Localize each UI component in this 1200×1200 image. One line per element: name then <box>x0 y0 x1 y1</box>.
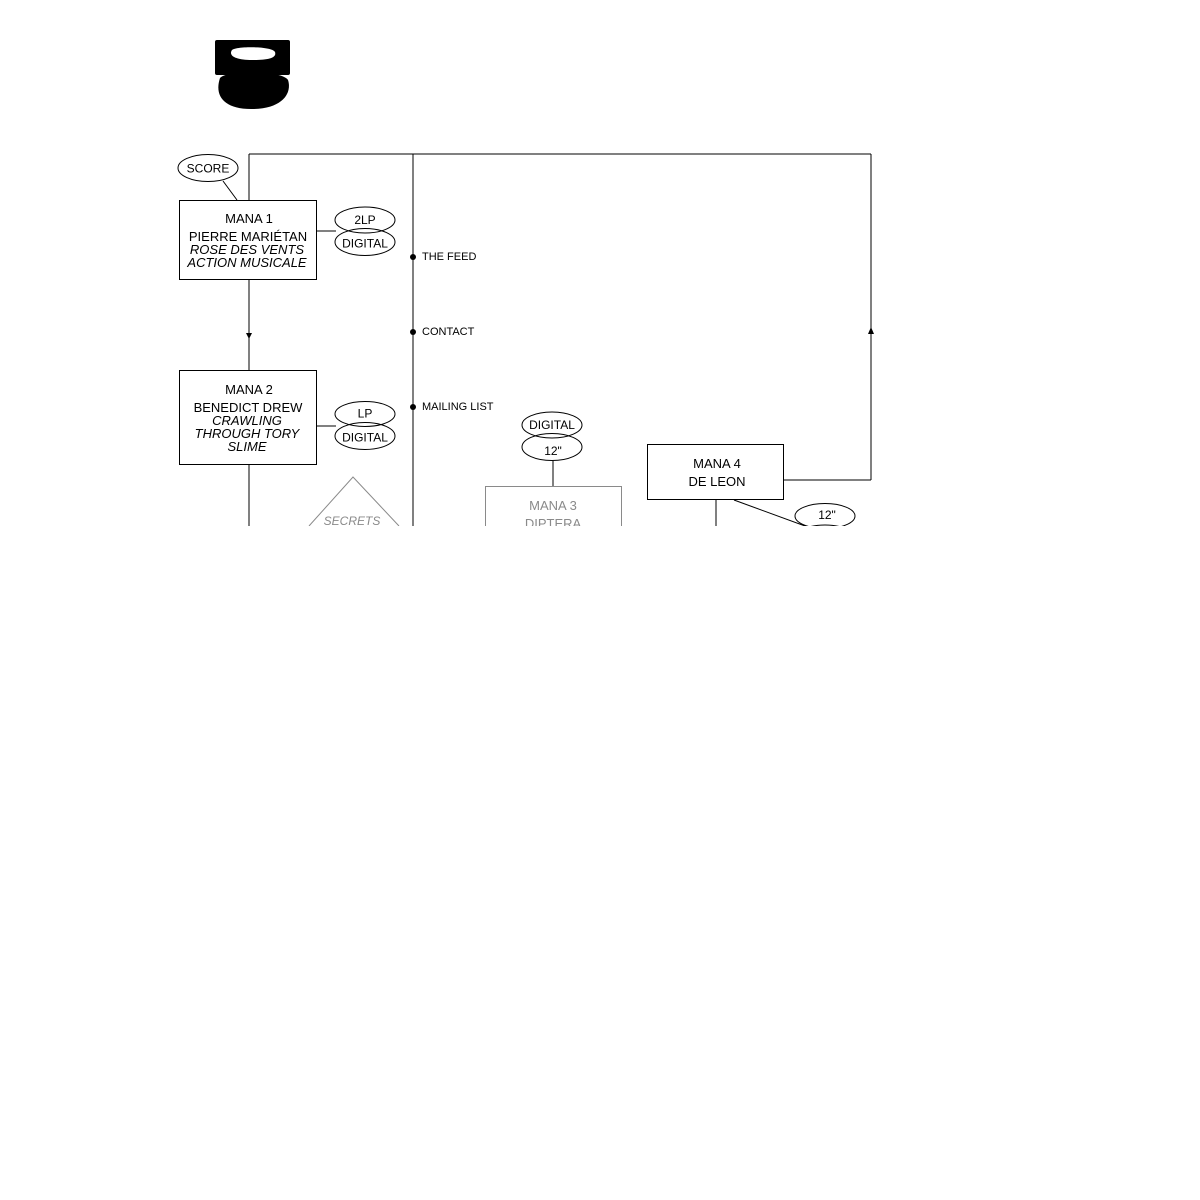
release-title: MANA 4 <box>693 456 741 471</box>
svg-text:12": 12" <box>544 444 562 458</box>
format-badge-12-inch[interactable]: 12" <box>794 503 856 527</box>
release-card-mana-2[interactable]: MANA 2 BENEDICT DREW CRAWLING THROUGH TO… <box>179 370 317 465</box>
logo-icon[interactable] <box>215 40 290 110</box>
svg-text:12": 12" <box>818 508 836 522</box>
svg-text:SCORE: SCORE <box>187 162 230 176</box>
secrets-triangle[interactable]: SECRETS <box>308 476 400 526</box>
arrow-down-icon <box>246 333 252 339</box>
format-badge-2lp[interactable]: 2LP <box>334 206 396 234</box>
flow-diagram: SCORE MANA 1 PIERRE MARIÉTAN ROSE DES VE… <box>177 40 874 527</box>
release-work: SLIME <box>227 439 266 454</box>
nav-label: CONTACT <box>422 326 475 338</box>
score-tag[interactable]: SCORE <box>177 154 239 182</box>
format-badge-digital[interactable]: DIGITAL <box>334 422 396 450</box>
bullet-icon <box>410 329 416 335</box>
release-title: MANA 3 <box>529 498 577 513</box>
release-artist: DIPTERA <box>525 516 582 526</box>
nav-label: THE FEED <box>422 251 476 263</box>
release-artist: BENEDICT DREW <box>194 400 304 415</box>
release-artist: DE LEON <box>688 474 745 489</box>
release-title: MANA 1 <box>225 211 273 226</box>
release-work: THROUGH TORY <box>195 426 301 441</box>
format-badge-digital[interactable]: DIGITAL <box>521 411 583 439</box>
svg-text:LP: LP <box>358 407 373 421</box>
format-badge-12-inch[interactable]: 12" <box>521 433 583 461</box>
release-work: ACTION MUSICALE <box>186 255 307 270</box>
format-badge-digital[interactable]: DIGITAL <box>334 228 396 256</box>
svg-text:DIGITAL: DIGITAL <box>529 418 575 432</box>
connector-lines <box>222 153 872 526</box>
nav-item-the-feed[interactable]: THE FEED <box>410 251 476 263</box>
release-card-mana-3[interactable]: MANA 3 DIPTERA <box>485 486 622 527</box>
release-work: ROSE DES VENTS <box>190 242 304 257</box>
release-artist: PIERRE MARIÉTAN <box>189 229 307 244</box>
nav-item-mailing-list[interactable]: MAILING LIST <box>410 401 494 413</box>
nav-item-contact[interactable]: CONTACT <box>410 326 475 338</box>
svg-text:DIGITAL: DIGITAL <box>342 431 388 445</box>
bullet-icon <box>410 404 416 410</box>
release-card-mana-1[interactable]: MANA 1 PIERRE MARIÉTAN ROSE DES VENTS AC… <box>179 200 317 280</box>
release-work: CRAWLING <box>212 413 282 428</box>
svg-text:2LP: 2LP <box>354 213 375 227</box>
arrow-up-icon <box>868 327 874 334</box>
svg-text:DIGITAL: DIGITAL <box>342 237 388 251</box>
release-card-mana-4[interactable]: MANA 4 DE LEON <box>647 444 784 500</box>
site-viewport: SCORE MANA 1 PIERRE MARIÉTAN ROSE DES VE… <box>0 0 1200 526</box>
bullet-icon <box>410 254 416 260</box>
nav-label: MAILING LIST <box>422 401 494 413</box>
format-badge-lp[interactable]: LP <box>334 401 396 427</box>
release-title: MANA 2 <box>225 382 273 397</box>
svg-text:SECRETS: SECRETS <box>324 514 381 526</box>
